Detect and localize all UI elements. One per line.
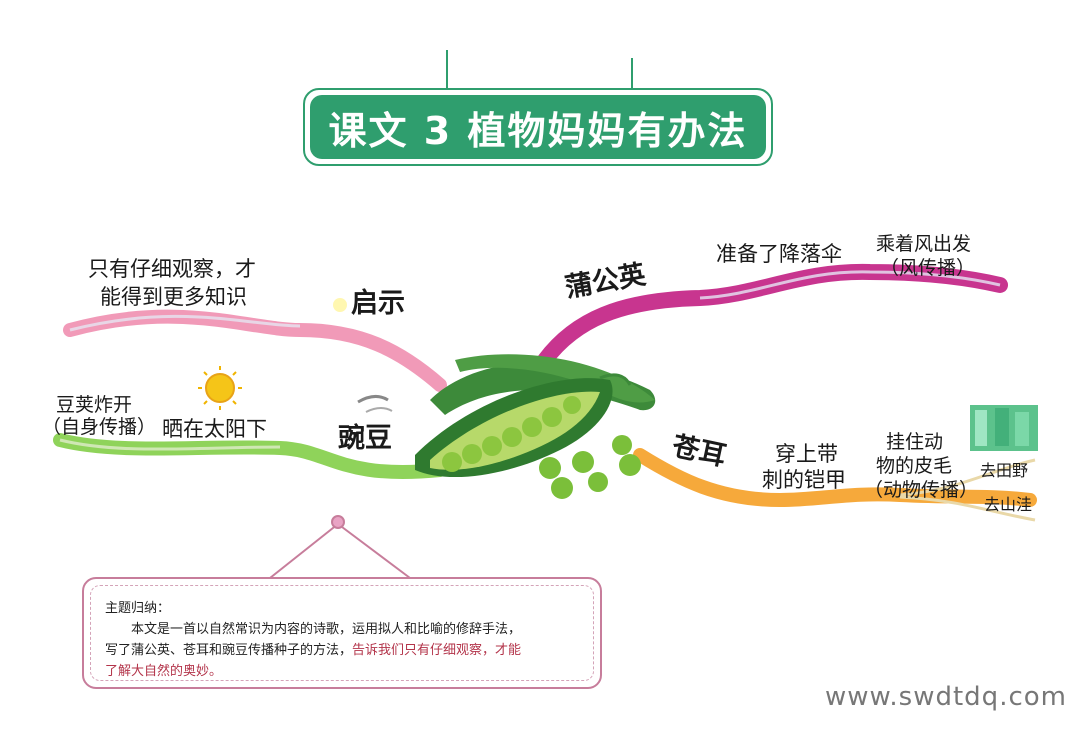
watermark-url: www.swdtdq.com	[825, 682, 1067, 712]
pugongying-method: 准备了降落伞	[716, 242, 842, 266]
sun-icon	[198, 366, 242, 410]
summary-line1: 本文是一首以自然常识为内容的诗歌，运用拟人和比喻的修辞手法，	[131, 622, 522, 637]
branch-wandou-thin	[59, 438, 281, 451]
page-title: 课文 3 植物妈妈有办法	[310, 95, 766, 159]
summary-heading: 主题归纳：	[105, 601, 171, 616]
summary-line2: 写了蒲公英、苍耳和豌豆传播种子的方法，告诉我们只有仔细观察，才能	[105, 640, 579, 661]
summary-connector-right	[337, 523, 411, 579]
summary-line3: 了解大自然的奥妙。	[105, 664, 223, 679]
qishi-detail-line2: 能得到更多知识	[100, 285, 247, 309]
summary-line2-red: 告诉我们只有仔细观察，才能	[352, 643, 522, 658]
glow-dot	[333, 298, 347, 312]
branch-caner-up	[899, 458, 1036, 497]
branch-caner	[633, 448, 1037, 508]
wandou-result-line2: （自身传播）	[42, 416, 157, 438]
caner-method-line2: 刺的铠甲	[762, 468, 846, 492]
caner-result-line1: 挂住动	[886, 431, 944, 453]
branch-pugongying-thin	[699, 270, 1001, 300]
summary-content: 主题归纳： 本文是一首以自然常识为内容的诗歌，运用拟人和比喻的修辞手法， 写了蒲…	[90, 585, 594, 681]
caner-result-line3: （动物传播）	[864, 479, 979, 501]
field-image	[970, 405, 1038, 451]
title-frame: 课文 3 植物妈妈有办法	[303, 88, 773, 166]
wandou-method: 晒在太阳下	[162, 417, 267, 441]
branch-caner-down	[899, 495, 1036, 522]
summary-connector-left	[269, 523, 339, 579]
pugongying-result-line1: 乘着风出发	[876, 233, 972, 255]
summary-box: 主题归纳： 本文是一首以自然常识为内容的诗歌，运用拟人和比喻的修辞手法， 写了蒲…	[82, 577, 602, 689]
summary-connector-dot	[331, 515, 345, 529]
caner-method-line1: 穿上带	[775, 442, 838, 466]
branch-label-qishi: 启示	[351, 288, 405, 319]
caner-result-line2: 物的皮毛	[876, 455, 953, 477]
pea-pod-illustration	[415, 354, 656, 499]
qishi-detail-line1: 只有仔细观察，才	[88, 257, 256, 281]
branch-qishi	[63, 309, 447, 392]
caner-dest-2: 去山洼	[984, 495, 1033, 514]
branch-label-wandou: 豌豆	[338, 423, 392, 454]
branch-qishi-thin	[69, 314, 301, 332]
caner-dest-1: 去田野	[980, 461, 1029, 480]
wandou-result-line1: 豆荚炸开	[56, 394, 133, 416]
pugongying-result-line2: （风传播）	[880, 257, 976, 279]
swoosh-icon	[357, 395, 389, 404]
summary-line2-plain: 写了蒲公英、苍耳和豌豆传播种子的方法，	[105, 643, 353, 658]
